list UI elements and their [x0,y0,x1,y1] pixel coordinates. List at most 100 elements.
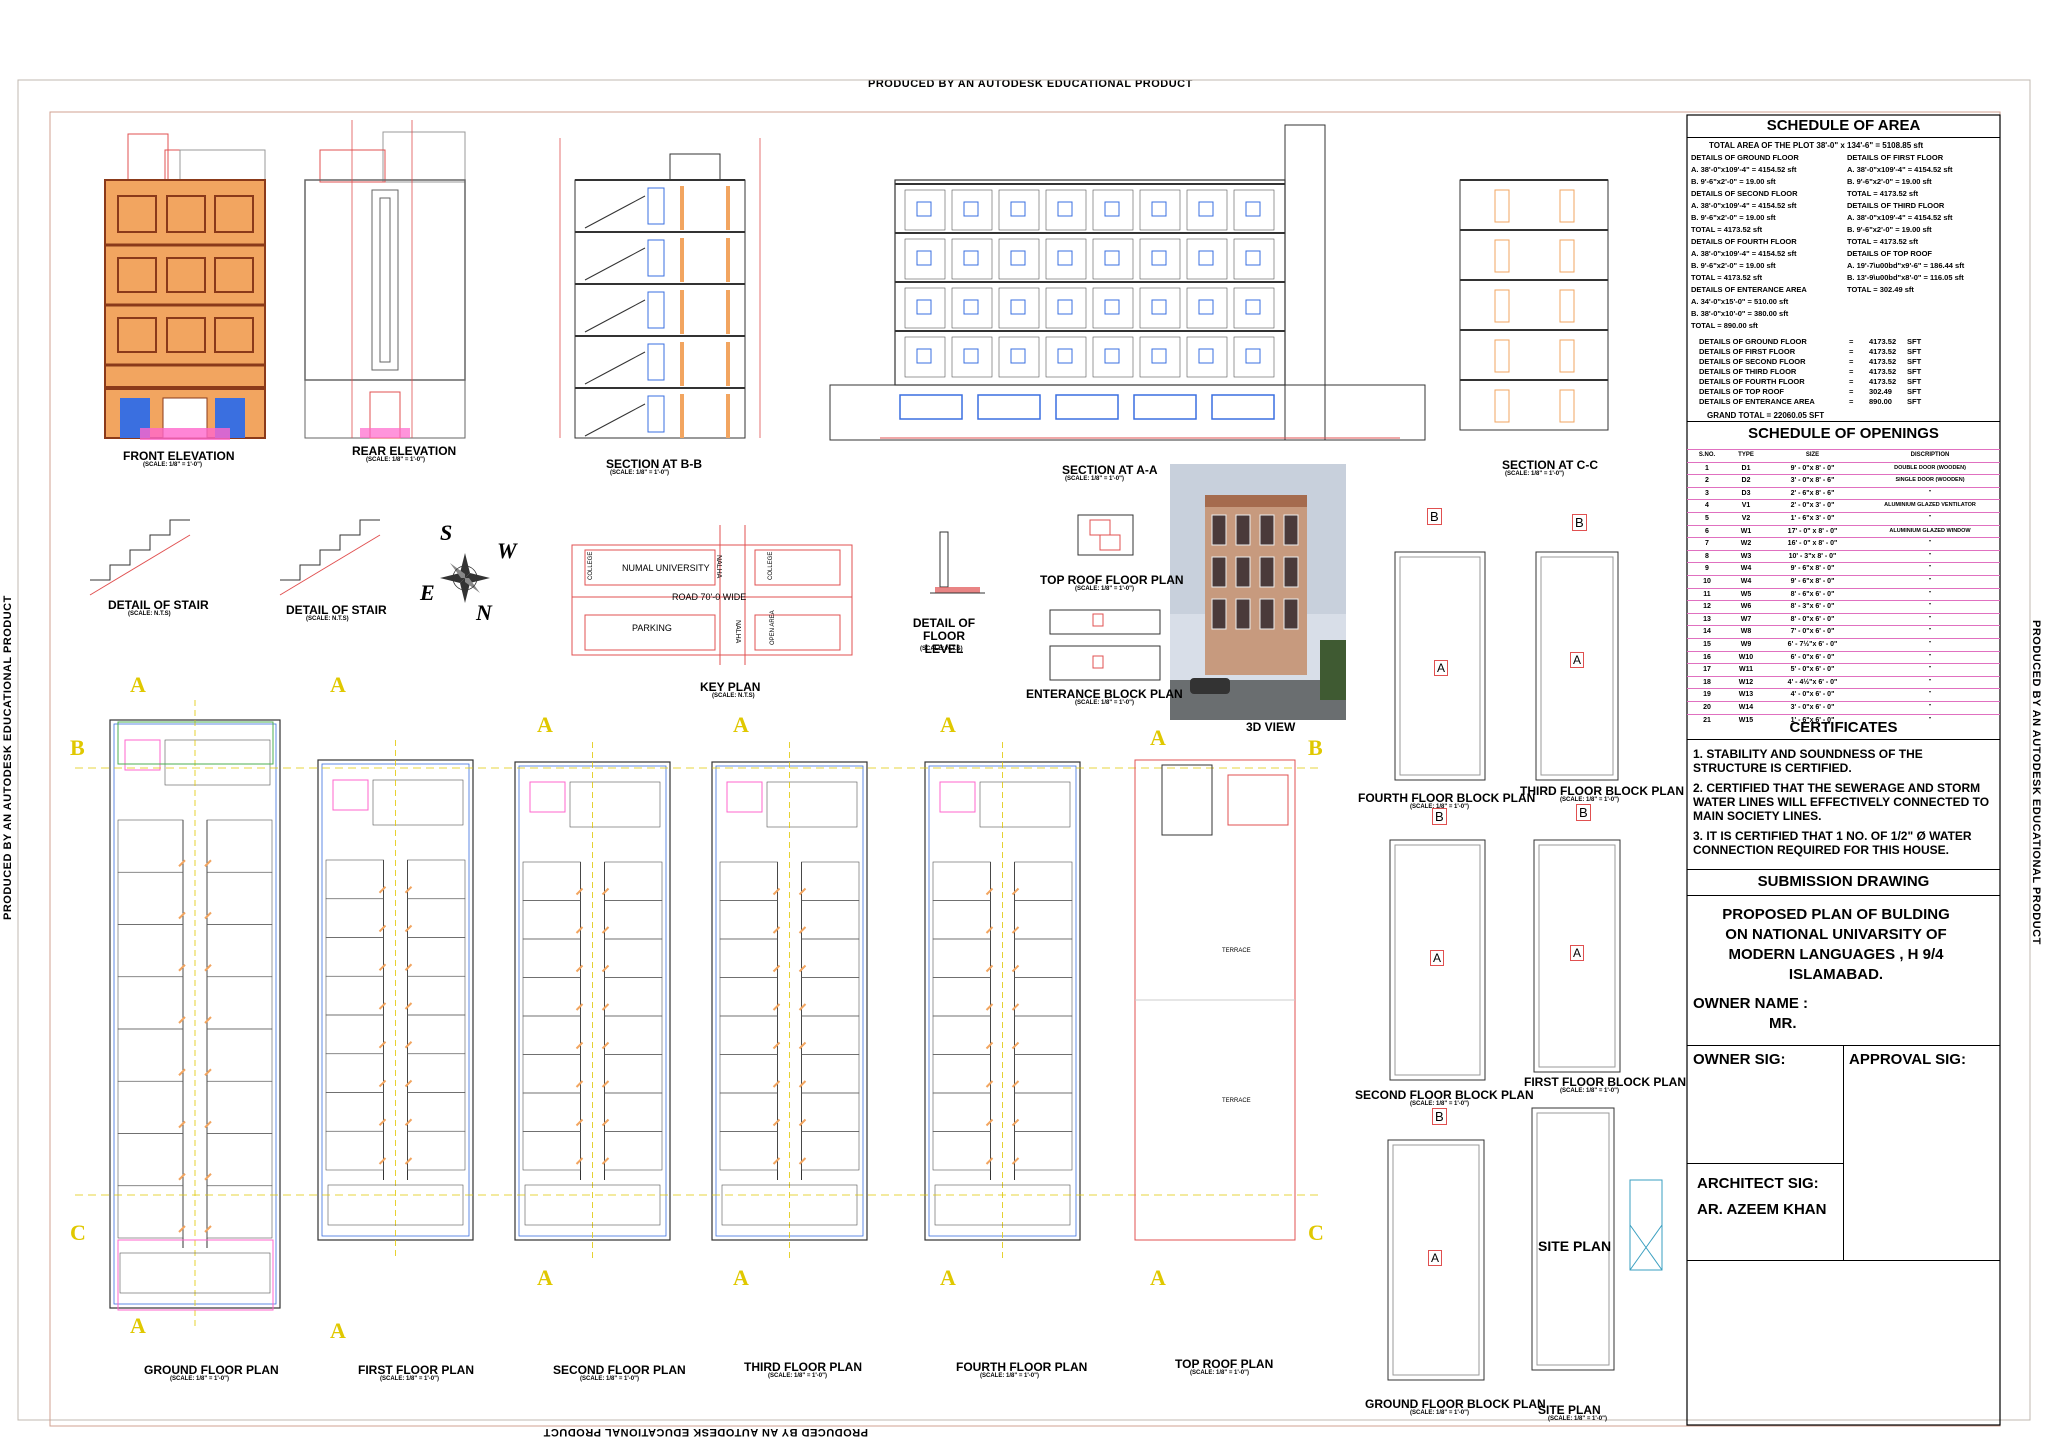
render-window [1211,514,1227,546]
top-roof-terrace-1: TERRACE [1222,948,1251,954]
top-roof-floor-plan-drawing [1077,514,1134,556]
section-aa [829,124,1426,441]
detail-stair-2 [279,519,381,596]
key-plan-drawing [571,525,853,665]
window [916,299,932,315]
room-cell [904,189,946,231]
area-left-row-12: A. 34'-0"x15'-0" = 510.00 sft [1691,297,1789,306]
floor-plan-0 [109,700,281,1328]
marker-a-7: A [130,1313,146,1338]
scale-section-bb: (SCALE: 1/8" = 1'-0") [610,470,669,476]
area-left-row-1: A. 38'-0"x109'-4" = 4154.52 sft [1691,165,1797,174]
area-right-row-5: A. 38'-0"x109'-4" = 4154.52 sft [1847,213,1953,222]
marker-a-9: A [537,1265,553,1290]
marker-c-2: C [1308,1220,1324,1245]
scale-front-elevation: (SCALE: 1/8" = 1'-0") [143,462,202,468]
floor-plan-3 [711,742,868,1260]
room-cell [904,336,946,378]
scale-second-floor-block-plan: (SCALE: 1/8" = 1'-0") [1410,1101,1469,1107]
marker-a-3: A [537,712,553,737]
block-b-third: B [1572,514,1587,531]
scale-section-cc: (SCALE: 1/8" = 1'-0") [1505,471,1564,477]
window [1198,348,1214,364]
label-top-roof-plan: TOP ROOF PLAN [1175,1357,1274,1371]
window [1198,201,1214,217]
label-section-cc: SECTION AT C-C [1502,458,1598,472]
compass-n: N [476,600,492,625]
door [1559,189,1575,223]
column [726,186,730,230]
room-cell [998,287,1040,329]
key-plan-college-2: COLLEGE [768,551,774,580]
room-cell [904,238,946,280]
window [1057,250,1073,266]
marker-a-4: A [733,712,749,737]
column [680,342,684,386]
label-third-floor-block-plan: THIRD FLOOR BLOCK PLAN [1520,784,1684,798]
area-left-row-2: B. 9'-6"x2'-0" = 19.00 sft [1691,177,1776,186]
scale-second-floor-plan: (SCALE: 1/8" = 1'-0") [580,1376,639,1382]
window [1010,348,1026,364]
key-plan-college-1: COLLEGE [588,551,594,580]
render-window [1259,556,1275,588]
rear-elevation [304,120,466,439]
room-cell [1233,287,1275,329]
label-first-floor-block-plan: FIRST FLOOR BLOCK PLAN [1524,1075,1686,1089]
floor-plan-1 [317,740,474,1260]
owner-sig: OWNER SIG: [1693,1051,1786,1068]
area-right-row-10: B. 13'-9\u00bd"x8'-0" = 116.05 sft [1847,273,1964,282]
block-b-second: B [1432,808,1447,825]
area-left-row-14: TOTAL = 890.00 sft [1691,321,1758,330]
label-rear-elevation: REAR ELEVATION [352,444,457,458]
room-cell [951,336,993,378]
shop-window [977,394,1041,420]
marker-c-1: C [70,1220,86,1245]
architect-name: AR. AZEEM KHAN [1697,1201,1827,1218]
label-top-roof-floor-plan: TOP ROOF FLOOR PLAN [1040,573,1184,587]
marker-a-12: A [1150,1265,1166,1290]
window [1057,201,1073,217]
title-block: SCHEDULE OF AREA TOTAL AREA OF THE PLOT … [1687,115,2000,1425]
window [963,201,979,217]
schedule-openings-title: SCHEDULE OF OPENINGS [1748,425,1939,442]
area-right-row-3: TOTAL = 4173.52 sft [1847,189,1919,198]
render-window [1235,598,1251,630]
window [1104,250,1120,266]
scale-rear-elevation: (SCALE: 1/8" = 1'-0") [366,457,425,463]
scale-fourth-floor-block-plan: (SCALE: 1/8" = 1'-0") [1410,804,1469,810]
scale-key-plan: (SCALE: N.T.S) [712,693,755,699]
section-cc [1459,179,1609,431]
entrance-area [117,1239,274,1311]
watermark-top: PRODUCED BY AN AUTODESK EDUCATIONAL PROD… [868,78,1193,90]
room-cell [1186,189,1228,231]
area-left-row-13: B. 38'-0"x10'-0" = 380.00 sft [1691,309,1789,318]
window [1151,250,1167,266]
window [1057,348,1073,364]
label-second-floor-block-plan: SECOND FLOOR BLOCK PLAN [1355,1088,1534,1102]
facade-window [166,257,206,293]
marker-a-6: A [1150,725,1166,750]
area-right-row-7: TOTAL = 4173.52 sft [1847,237,1919,246]
label-fourth-floor-plan: FOURTH FLOOR PLAN [956,1360,1088,1374]
room-cell [1045,287,1087,329]
detail-stair-1 [89,519,191,596]
window [1057,299,1073,315]
schedule-area-grand-total: GRAND TOTAL = 22060.05 SFT [1707,411,1825,420]
room-cell [1045,238,1087,280]
scale-third-floor-plan: (SCALE: 1/8" = 1'-0") [768,1373,827,1379]
detail-floor-level [930,531,985,594]
room-cell [1233,336,1275,378]
scale-detail-stair-2: (SCALE: N.T.S) [306,616,349,622]
label-section-bb: SECTION AT B-B [606,457,702,471]
scale-ground-floor-plan: (SCALE: 1/8" = 1'-0") [170,1376,229,1382]
scale-third-floor-block-plan: (SCALE: 1/8" = 1'-0") [1560,797,1619,803]
key-plan-university: NUMAL UNIVERSITY [622,563,710,573]
outer-border [17,79,2031,1421]
